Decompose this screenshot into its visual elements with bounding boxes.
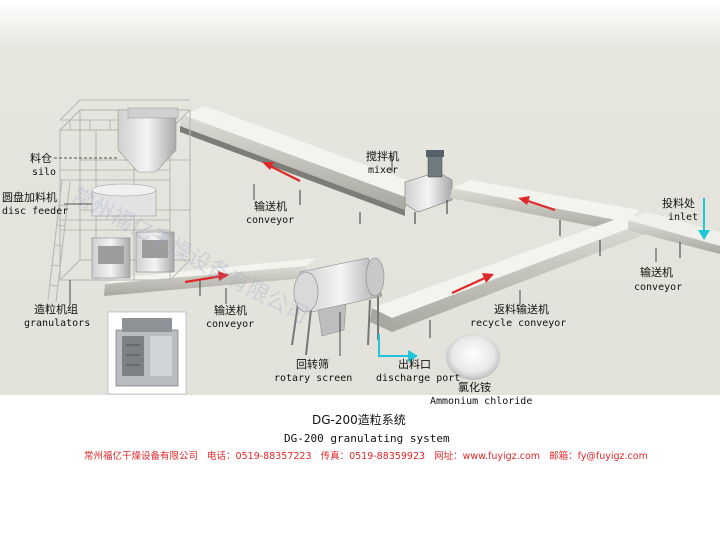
label-discharge-port-en: discharge port [376, 373, 460, 384]
label-conveyor-top-en: conveyor [246, 215, 294, 226]
label-conveyor-bottom: 输送机 conveyor [206, 303, 254, 330]
label-silo: 料仓 silo [30, 151, 56, 178]
flow-arrow-bottom [184, 271, 229, 284]
disc-feeder-machine [91, 183, 157, 217]
label-recycle-conveyor-en: recycle conveyor [470, 318, 566, 329]
label-recycle-conveyor-zh: 返料输送机 [494, 302, 549, 316]
label-granulators-en: granulators [24, 318, 90, 329]
label-conveyor-right-en: conveyor [634, 282, 682, 293]
diagram-title-en: DG-200 granulating system [284, 432, 450, 445]
label-inlet-en: inlet [668, 212, 698, 223]
cyan-arrows [378, 198, 710, 362]
label-conveyor-top: 输送机 conveyor [246, 199, 294, 226]
label-conveyor-bottom-en: conveyor [206, 319, 254, 330]
label-ammonium-chloride-en: Ammonium chloride [430, 396, 532, 407]
label-mixer-en: mixer [368, 165, 398, 176]
label-silo-en: silo [32, 167, 56, 178]
diagram-title-zh: DG-200造粒系统 [312, 412, 406, 427]
label-silo-zh: 料仓 [30, 151, 52, 165]
label-mixer: 搅拌机 mixer [366, 149, 399, 176]
label-conveyor-right-zh: 输送机 [640, 265, 673, 279]
label-disc-feeder-zh: 圆盘加料机 [2, 190, 57, 204]
label-ammonium-chloride: 氯化铵 Ammonium chloride [430, 380, 532, 407]
label-rotary-screen: 回转筛 rotary screen [274, 357, 352, 384]
silo-hopper [117, 107, 179, 173]
label-discharge-port: 出料口 discharge port [376, 357, 460, 384]
label-conveyor-right: 输送机 conveyor [634, 265, 682, 293]
flow-arrow-recycle-bottom [451, 273, 494, 295]
label-recycle-conveyor: 返料输送机 recycle conveyor [470, 302, 566, 329]
label-rotary-screen-en: rotary screen [274, 373, 352, 384]
flow-arrow-recycle-top [518, 196, 556, 212]
label-inlet: 投料处 inlet [662, 196, 698, 223]
recycle-conveyor [370, 180, 646, 338]
ammonium-chloride-sample [446, 334, 500, 380]
label-granulators: 造粒机组 granulators [24, 302, 90, 329]
granulator-units [91, 231, 175, 279]
label-discharge-port-zh: 出料口 [398, 357, 431, 371]
inlet-conveyor [628, 212, 720, 258]
flow-arrows [184, 162, 556, 295]
bottom-conveyor [104, 258, 316, 296]
label-inlet-zh: 投料处 [662, 196, 695, 210]
granulator-photo-inset [107, 311, 187, 395]
leader-lines [54, 155, 657, 356]
discharge-arrow [378, 334, 418, 362]
label-conveyor-bottom-zh: 输送机 [214, 303, 247, 317]
label-rotary-screen-zh: 回转筛 [296, 357, 329, 371]
label-disc-feeder-en: disc feeder [2, 206, 68, 217]
rotary-screen-machine [291, 257, 385, 356]
label-conveyor-top-zh: 输送机 [254, 199, 287, 213]
flow-arrow-upper [262, 162, 301, 182]
mixer-machine [404, 150, 453, 224]
label-ammonium-chloride-zh: 氯化铵 [458, 380, 491, 394]
inlet-arrow [698, 198, 710, 240]
lower-background [0, 395, 720, 540]
label-granulators-zh: 造粒机组 [34, 302, 78, 316]
company-footer: 常州福亿干燥设备有限公司 电话：0519-88357223 传真：0519-88… [84, 450, 648, 462]
upper-conveyor [180, 106, 420, 224]
label-disc-feeder: 圆盘加料机 disc feeder [2, 190, 68, 217]
label-mixer-zh: 搅拌机 [366, 149, 399, 163]
